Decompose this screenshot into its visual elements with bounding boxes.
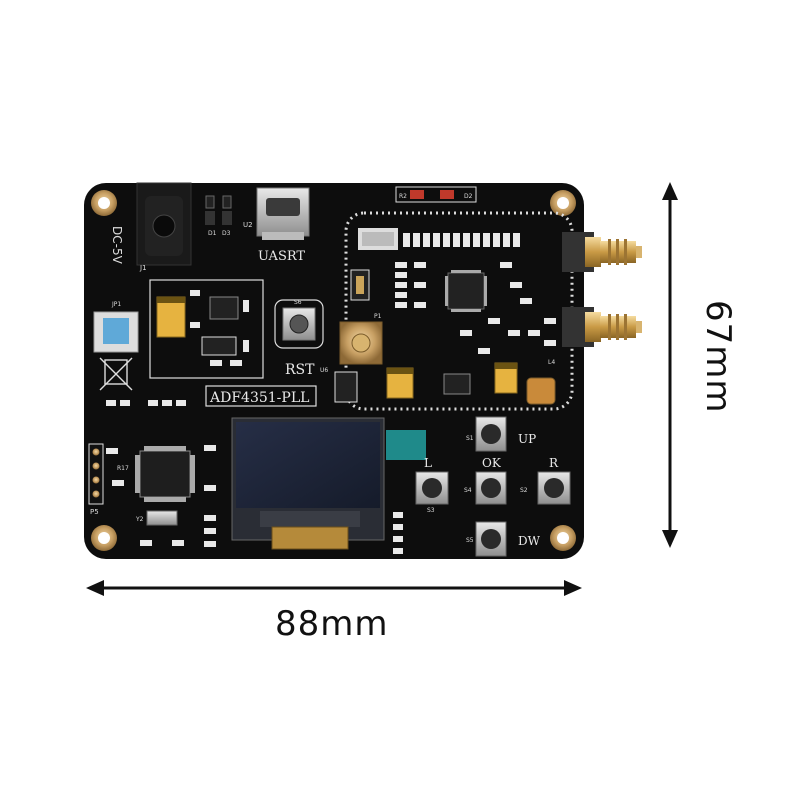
diodes xyxy=(205,195,232,225)
silkscreen-d2-label: D2 xyxy=(464,193,473,200)
button-ok xyxy=(475,471,507,505)
dc-power-jack xyxy=(136,182,192,266)
silkscreen-up-label: UP xyxy=(518,432,536,446)
silkscreen-r2-label: R2 xyxy=(399,193,407,200)
silkscreen-s1-label: S1 xyxy=(466,435,474,442)
sma-connector-top xyxy=(562,232,642,272)
silkscreen-ok-label: OK xyxy=(482,456,502,470)
model-label: ADF4351-PLL xyxy=(209,390,309,406)
silkscreen-r17-label: R17 xyxy=(117,465,129,472)
silkscreen-d1-label: D1 xyxy=(208,230,217,237)
silkscreen-s4-label: S4 xyxy=(464,487,472,494)
button-up xyxy=(475,416,507,452)
weee-symbol xyxy=(99,357,133,391)
silkscreen-u6-label: U6 xyxy=(320,367,328,374)
silkscreen-s3-label: S3 xyxy=(427,507,435,514)
mcu-chip xyxy=(139,450,191,498)
oled-display xyxy=(231,417,426,550)
height-label: 67mm xyxy=(698,300,738,414)
pll-chip xyxy=(447,272,485,310)
power-label: DC-5V xyxy=(110,226,124,265)
silkscreen-j1-label: J1 xyxy=(139,264,147,272)
silkscreen-right-label: R xyxy=(549,456,559,470)
silkscreen-l4-label: L4 xyxy=(548,359,555,366)
silkscreen-s2-label: S2 xyxy=(520,487,528,494)
sma-connector-bottom xyxy=(562,307,642,347)
button-right xyxy=(537,471,571,505)
button-left xyxy=(415,471,449,505)
silkscreen-down-label: DW xyxy=(518,534,541,548)
silkscreen-s5-label: S5 xyxy=(466,537,474,544)
usb-label: UASRT xyxy=(258,249,305,264)
mounting-holes xyxy=(91,190,576,551)
silkscreen-p1-label: P1 xyxy=(374,313,382,320)
reset-label: RST xyxy=(285,362,315,378)
silkscreen-y2-label: Y2 xyxy=(135,516,144,523)
silkscreen-left-label: L xyxy=(424,456,432,470)
dimension-arrows xyxy=(86,182,678,596)
silkscreen-jp1-label: JP1 xyxy=(111,301,121,308)
usb-connector xyxy=(256,187,310,240)
silkscreen-d3-label: D3 xyxy=(222,230,231,237)
silkscreen-s6-label: S6 xyxy=(294,299,302,306)
silkscreen-p5-label: P5 xyxy=(90,508,99,516)
width-label: 88mm xyxy=(275,604,389,644)
silkscreen-u2-label: U2 xyxy=(243,221,253,229)
button-down xyxy=(475,521,507,557)
